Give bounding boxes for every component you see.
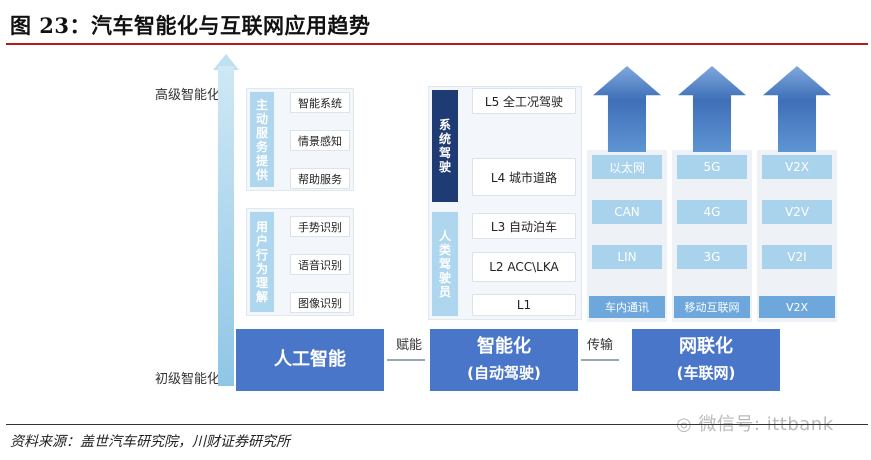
title-underline	[6, 43, 868, 45]
net-5g: 5G	[677, 155, 747, 179]
net-label-in-car: 车内通讯	[589, 296, 665, 318]
net-ethernet: 以太网	[592, 155, 662, 179]
source-note: 资料来源：盖世汽车研究院，川财证券研究所	[10, 434, 290, 450]
figure-title: 图 23：汽车智能化与互联网应用趋势	[10, 13, 371, 38]
intelligent-box-subtitle: (自动驾驶)	[467, 364, 541, 382]
axis-bottom-label: 初级智能化	[155, 372, 221, 387]
net-v2x: V2X	[762, 155, 832, 179]
net-v2v: V2V	[762, 200, 832, 224]
level-l3: L3 自动泊车	[472, 213, 576, 239]
net-label-v2x: V2X	[759, 296, 835, 318]
connector-empower-arrow	[387, 359, 425, 361]
behavior-group-label: 用户行为理解	[250, 212, 274, 312]
net-4g: 4G	[677, 200, 747, 224]
item-gesture-recognition: 手势识别	[290, 216, 350, 237]
net-3g: 3G	[677, 245, 747, 269]
item-smart-system: 智能系统	[290, 92, 350, 113]
net-lin: LIN	[592, 245, 662, 269]
level-l1: L1	[472, 294, 576, 316]
net-can: CAN	[592, 200, 662, 224]
network-box: 网联化 (车联网)	[632, 329, 780, 391]
ai-box-label: 人工智能	[274, 349, 346, 370]
ai-box: 人工智能	[236, 329, 384, 391]
wechat-watermark: ◎ 微信号: ittbank	[676, 410, 834, 436]
axis-arrow	[218, 66, 234, 386]
net-v2i: V2I	[762, 245, 832, 269]
connector-transmit-label: 传输	[587, 338, 614, 353]
level-l5: L5 全工况驾驶	[472, 88, 576, 114]
item-help-service: 帮助服务	[290, 168, 350, 189]
net-label-mobile: 移动互联网	[674, 296, 750, 318]
system-drive-label: 系统驾驶	[432, 90, 458, 202]
intelligent-box: 智能化 (自动驾驶)	[430, 329, 578, 391]
network-box-subtitle: (车联网)	[676, 364, 736, 382]
service-group-label: 主动服务提供	[250, 92, 274, 187]
level-l4: L4 城市道路	[472, 158, 576, 196]
human-drive-label: 人类驾驶员	[432, 212, 458, 316]
footer-rule	[6, 424, 868, 425]
item-context-awareness: 情景感知	[290, 130, 350, 151]
item-image-recognition: 图像识别	[290, 292, 350, 313]
column-3-up-arrow	[763, 66, 831, 152]
connector-empower-label: 赋能	[396, 338, 423, 353]
axis-top-label: 高级智能化	[155, 88, 221, 103]
level-l2: L2 ACC\LKA	[472, 252, 576, 282]
column-1-up-arrow	[593, 66, 661, 152]
column-2-up-arrow	[678, 66, 746, 152]
intelligent-box-title: 智能化	[477, 336, 531, 357]
connector-transmit-arrow	[581, 359, 619, 361]
network-box-title: 网联化	[679, 336, 733, 357]
item-voice-recognition: 语音识别	[290, 254, 350, 275]
